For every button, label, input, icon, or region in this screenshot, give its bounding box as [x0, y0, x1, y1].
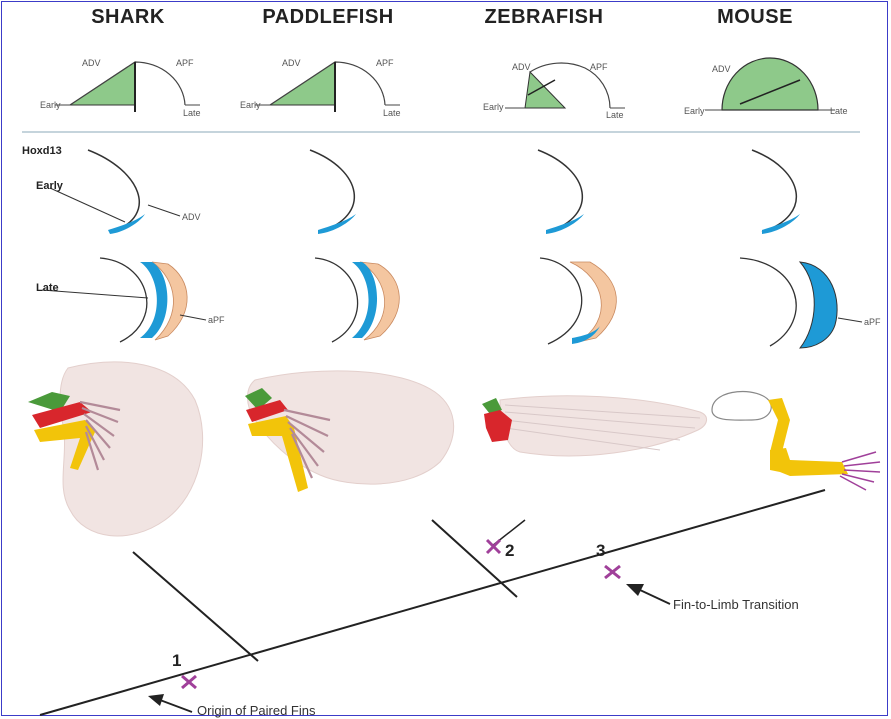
timing-shark: [55, 62, 200, 112]
late-row-label: Late: [36, 282, 59, 294]
origin-note: Origin of Paired Fins: [197, 703, 316, 718]
label-adv-paddlefish: ADV: [282, 58, 301, 68]
label-early-mouse: Early: [684, 106, 705, 116]
node-label-2: 2: [505, 541, 514, 561]
label-apf-paddlefish: APF: [376, 58, 394, 68]
label-adv-mouse: ADV: [712, 64, 731, 74]
node-label-1: 1: [172, 651, 181, 671]
label-late-mouse: Late: [830, 106, 848, 116]
early-expression-mouse: [752, 150, 800, 234]
label-adv-shark: ADV: [82, 58, 101, 68]
fin-shark: [28, 362, 203, 536]
label-late-shark: Late: [183, 108, 201, 118]
timing-paddlefish: [255, 62, 400, 112]
fin-paddlefish: [245, 371, 454, 492]
apf-row-label-mouse: aPF: [864, 317, 881, 327]
gene-label: Hoxd13: [22, 145, 62, 157]
early-row-label: Early: [36, 180, 63, 192]
early-expression-shark: [50, 150, 180, 234]
label-early-paddlefish: Early: [240, 100, 261, 110]
arrow-origin: [148, 694, 192, 712]
node-marker-3: [605, 566, 620, 578]
late-expression-zebrafish: [540, 258, 616, 344]
late-expression-mouse: [740, 258, 862, 348]
early-expression-zebrafish: [538, 150, 584, 234]
arrow-transition: [626, 584, 670, 604]
label-early-zebrafish: Early: [483, 102, 504, 112]
fin-zebrafish: [482, 396, 707, 456]
node-label-3: 3: [596, 541, 605, 561]
node-marker-1: [182, 676, 196, 688]
adv-row-label: ADV: [182, 212, 201, 222]
transition-note: Fin-to-Limb Transition: [673, 597, 799, 612]
label-late-paddlefish: Late: [383, 108, 401, 118]
label-apf-zebrafish: APF: [590, 62, 608, 72]
limb-mouse: [712, 392, 880, 490]
late-expression-shark: [42, 258, 206, 342]
apf-row-label-shark: aPF: [208, 315, 225, 325]
node-marker-2: [487, 540, 500, 553]
label-adv-zebrafish: ADV: [512, 62, 531, 72]
label-apf-shark: APF: [176, 58, 194, 68]
label-early-shark: Early: [40, 100, 61, 110]
early-expression-paddlefish: [310, 150, 356, 234]
label-late-zebrafish: Late: [606, 110, 624, 120]
late-expression-paddlefish: [315, 258, 399, 342]
